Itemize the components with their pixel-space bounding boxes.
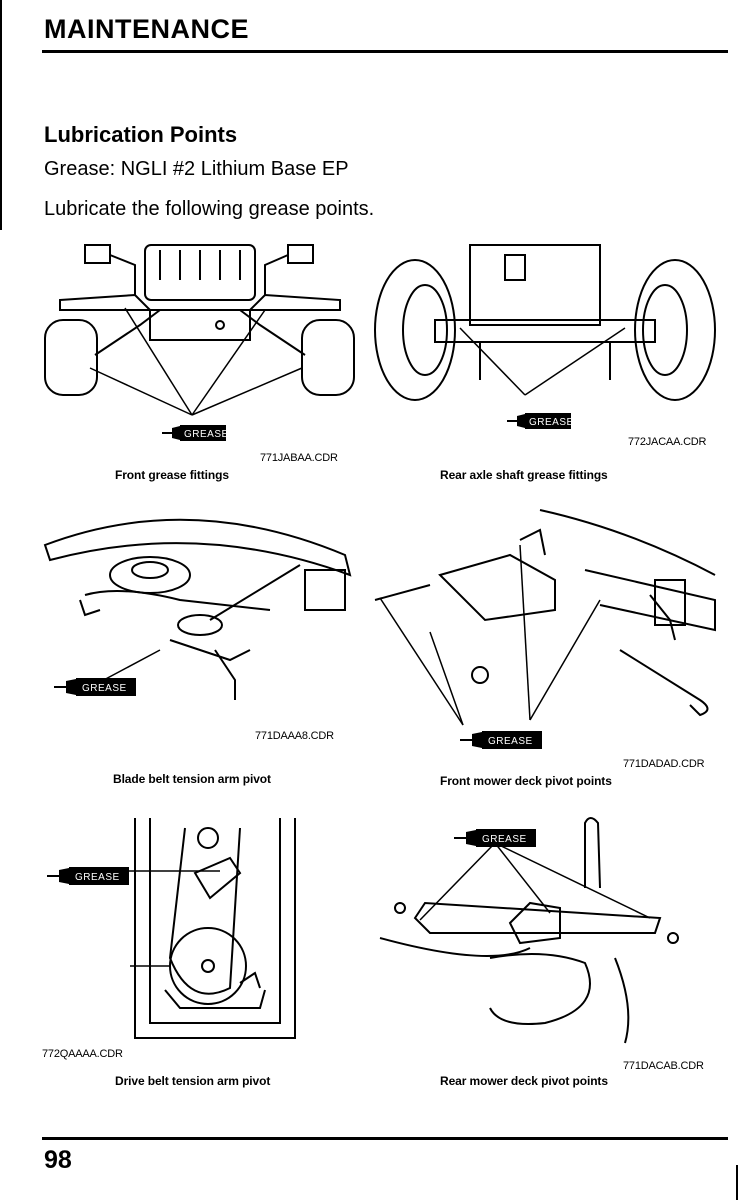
figure-rear-deck-pivots: GREASE xyxy=(370,808,720,1058)
figure-rear-axle-fittings: GREASE xyxy=(370,240,720,440)
figure-blade-belt-pivot: GREASE xyxy=(40,500,360,725)
figure-caption: Blade belt tension arm pivot xyxy=(113,772,271,786)
figure-caption: Rear mower deck pivot points xyxy=(440,1074,608,1088)
figure-front-grease-fittings: GREASE xyxy=(40,240,360,455)
grease-label: GREASE xyxy=(75,872,120,883)
blade-belt-illustration xyxy=(43,518,352,700)
grease-label: GREASE xyxy=(184,429,229,440)
intro-text: Lubricate the following grease points. xyxy=(44,198,375,220)
page-number: 98 xyxy=(44,1146,72,1174)
grease-tube-icon: GREASE xyxy=(54,678,136,696)
figure-code: 771DAAA8.CDR xyxy=(255,730,334,742)
figure-caption: Front mower deck pivot points xyxy=(440,774,612,788)
grease-label: GREASE xyxy=(529,417,574,428)
figure-caption: Front grease fittings xyxy=(115,468,229,482)
front-deck-illustration xyxy=(374,509,716,726)
header-rule xyxy=(42,50,728,53)
grease-tube-icon: GREASE xyxy=(460,731,542,749)
grease-label: GREASE xyxy=(82,683,127,694)
grease-tube-icon: GREASE xyxy=(47,867,129,885)
front-fittings-illustration xyxy=(44,244,355,416)
grease-tube-icon: GREASE xyxy=(507,413,574,429)
figure-caption: Drive belt tension arm pivot xyxy=(115,1074,271,1088)
figure-code: 772QAAAA.CDR xyxy=(42,1048,123,1060)
page-edge-line xyxy=(0,0,2,230)
figure-code: 772JACAA.CDR xyxy=(628,436,707,448)
page-edge-line xyxy=(736,1165,738,1200)
grease-spec: Grease: NGLI #2 Lithium Base EP xyxy=(44,158,349,180)
figure-caption: Rear axle shaft grease fittings xyxy=(440,468,608,482)
grease-tube-icon: GREASE xyxy=(454,829,536,847)
figure-front-deck-pivots: GREASE xyxy=(370,500,720,760)
figure-code: 771DADAD.CDR xyxy=(623,758,705,770)
section-title: MAINTENANCE xyxy=(44,14,249,44)
page-heading: Lubrication Points xyxy=(44,122,238,147)
figure-code: 771JABAA.CDR xyxy=(260,452,338,464)
figure-code: 771DACAB.CDR xyxy=(623,1060,704,1072)
footer-rule xyxy=(42,1137,728,1140)
grease-tube-icon: GREASE xyxy=(162,425,229,441)
grease-label: GREASE xyxy=(482,834,527,845)
grease-label: GREASE xyxy=(488,736,533,747)
figure-drive-belt-pivot: GREASE xyxy=(40,808,310,1043)
drive-belt-illustration xyxy=(125,818,296,1039)
rear-axle-illustration xyxy=(374,244,716,401)
rear-deck-illustration xyxy=(379,817,679,1044)
